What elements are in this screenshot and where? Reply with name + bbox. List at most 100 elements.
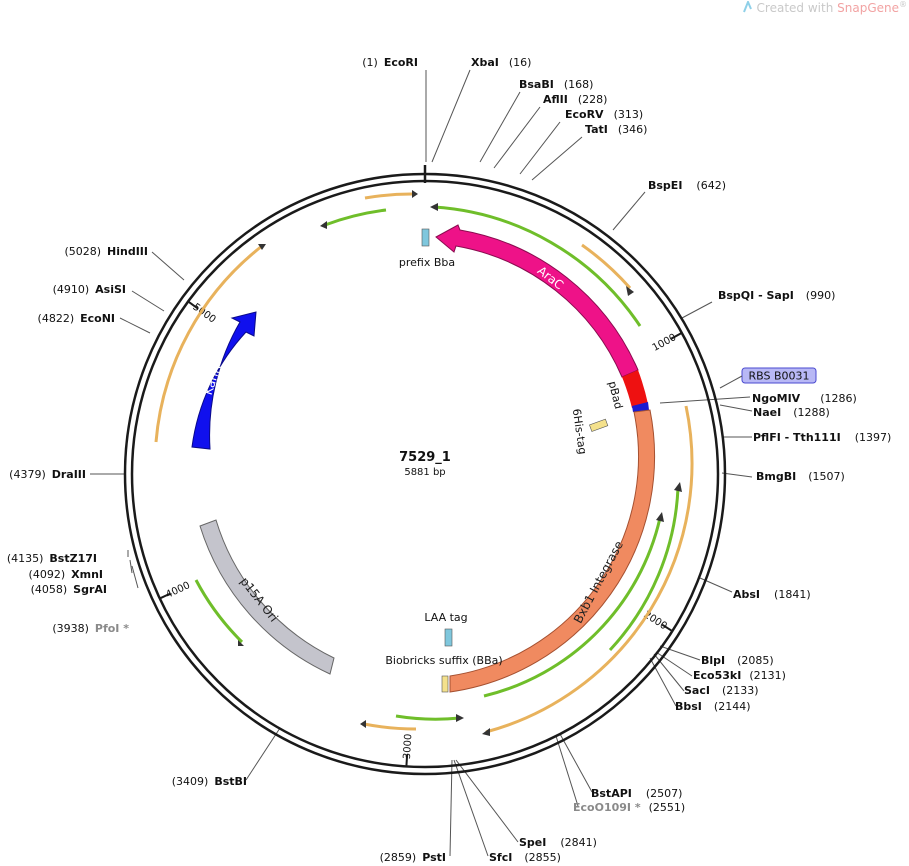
site-bbsi: BbsI(2144) [675, 700, 750, 713]
arrowhead-orf-bottom [360, 720, 366, 728]
leader-bstbi [245, 727, 281, 781]
scale-tick-label: 3000 [402, 733, 415, 759]
arrowhead-orf-left [258, 244, 266, 250]
leader-hindiii [151, 251, 185, 281]
feature-bxb1-arrow [449, 409, 656, 693]
orf-bottom [363, 722, 417, 731]
arrowhead-orf-top-left [412, 190, 418, 198]
feature-sixhis-label: 6His-tag [570, 408, 589, 455]
feature-prefix-block [421, 228, 430, 247]
feature-kanr-arrow [191, 311, 257, 450]
leader-bspqi [681, 301, 713, 319]
site-asisi: (4910)AsiSI [53, 283, 126, 296]
feature-laa-block [444, 628, 453, 647]
site-naei: NaeI(1288) [753, 406, 830, 419]
orf-arrows [154, 192, 694, 734]
leader-psti [449, 759, 453, 857]
feature-rbs-label: RBS B0031 [748, 370, 809, 383]
site-ngomiv: NgoMIV(1286) [752, 392, 857, 405]
site-labels: (1)EcoRI XbaI(16) BsaBI(168) AflII(228) … [7, 56, 891, 864]
site-sfci: SfcI(2855) [489, 851, 561, 864]
site-blpi: BlpI(2085) [701, 654, 774, 667]
arrow-heads [238, 190, 682, 736]
feature-rbs-tag [741, 367, 817, 384]
watermark-registered: ® [899, 0, 907, 9]
site-absi: AbsI(1841) [733, 588, 811, 601]
feature-sixhis-block [589, 418, 609, 432]
leader-asisi [131, 290, 165, 312]
site-leader-lines [90, 69, 753, 857]
arrowhead-primer-left-lower [238, 640, 244, 646]
arrowhead-primer-right-1 [674, 482, 682, 492]
leader-econi [119, 317, 151, 334]
site-spei: SpeI(2841) [519, 836, 597, 849]
primer-left-lower [194, 579, 244, 644]
feature-kanr-label: KanR [201, 363, 224, 397]
leader-bmgbi [721, 472, 753, 478]
site-bstbi: (3409)BstBI [172, 775, 247, 788]
site-bstz17i: (4135)BstZ17I [7, 552, 97, 565]
site-bspei: BspEI(642) [648, 179, 726, 192]
leader-eco0109i [555, 735, 579, 807]
primer-right-2 [483, 517, 662, 698]
leader-xbai [431, 69, 471, 163]
scale-tick-mark [661, 623, 673, 632]
site-pflfi: PflFI - Tth111I(1397) [753, 431, 891, 444]
site-bspqi: BspQI - SapI(990) [718, 289, 835, 302]
scale-tick-mark [405, 754, 409, 766]
watermark-brand: SnapGene [837, 1, 899, 15]
leader-sgrai [131, 565, 139, 589]
leader-saci [653, 653, 685, 692]
leader-bsabi [479, 91, 521, 163]
arrowhead-primer-top-left [320, 221, 327, 229]
arrowhead-primer-right-2 [656, 512, 664, 522]
feature-rbs-band [632, 402, 649, 412]
site-bstapi: BstAPI(2507) [591, 787, 682, 800]
site-tati: TatI(346) [585, 123, 647, 136]
scale-tick-mark [670, 332, 682, 340]
snapgene-logo-icon [742, 1, 752, 13]
site-saci: SacI(2133) [684, 684, 759, 697]
feature-prefix-label: prefix Bba [399, 256, 455, 269]
site-xbai: XbaI(16) [471, 56, 531, 69]
feature-p15a-block [199, 519, 335, 675]
scale-tick-mark [160, 592, 172, 599]
primer-right-1 [608, 487, 680, 652]
leader-sfci [453, 759, 489, 857]
site-pfoi: (3938)PfoI * [52, 622, 129, 635]
leader-ecorv [519, 121, 561, 175]
leader-bstapi [559, 733, 593, 793]
scale-tick-mark [188, 301, 199, 310]
feature-arac-arrow [435, 224, 639, 378]
leader-ngomiv [659, 396, 751, 404]
site-hindiii: (5028)HindIII [64, 245, 148, 258]
orf-left [154, 244, 263, 443]
plasmid-name: 7529_1 [399, 450, 451, 465]
orf-top-left [364, 192, 413, 200]
feature-suffix-block [441, 675, 449, 693]
plasmid-size: 5881 bp [404, 467, 445, 478]
arrowhead-primer-bottom [456, 714, 464, 722]
site-draiii: (4379)DraIII [9, 468, 86, 481]
leader-spei [455, 759, 519, 843]
site-sgrai: (4058)SgrAI [31, 583, 107, 596]
site-aflii: AflII(228) [543, 93, 607, 106]
site-ecori: (1)EcoRI [362, 56, 418, 69]
leader-tati [531, 136, 583, 181]
primer-top-left [324, 208, 387, 227]
scale-tick-label: 4000 [164, 580, 192, 601]
orf-right [485, 405, 694, 734]
leader-aflii [493, 106, 541, 169]
orf-top-right [581, 243, 632, 289]
scale-tick-label: 2000 [641, 609, 668, 632]
leader-blpi [659, 645, 701, 661]
site-eco53ki: Eco53kI(2131) [693, 669, 786, 682]
leader-rbs [719, 375, 743, 389]
site-bmgbi: BmgBI(1507) [756, 470, 845, 483]
leader-xmni [129, 559, 133, 574]
scale-tick-label: 1000 [651, 332, 679, 354]
arrowhead-orf-top-right [626, 286, 634, 296]
site-xmni: (4092)XmnI [29, 568, 103, 581]
